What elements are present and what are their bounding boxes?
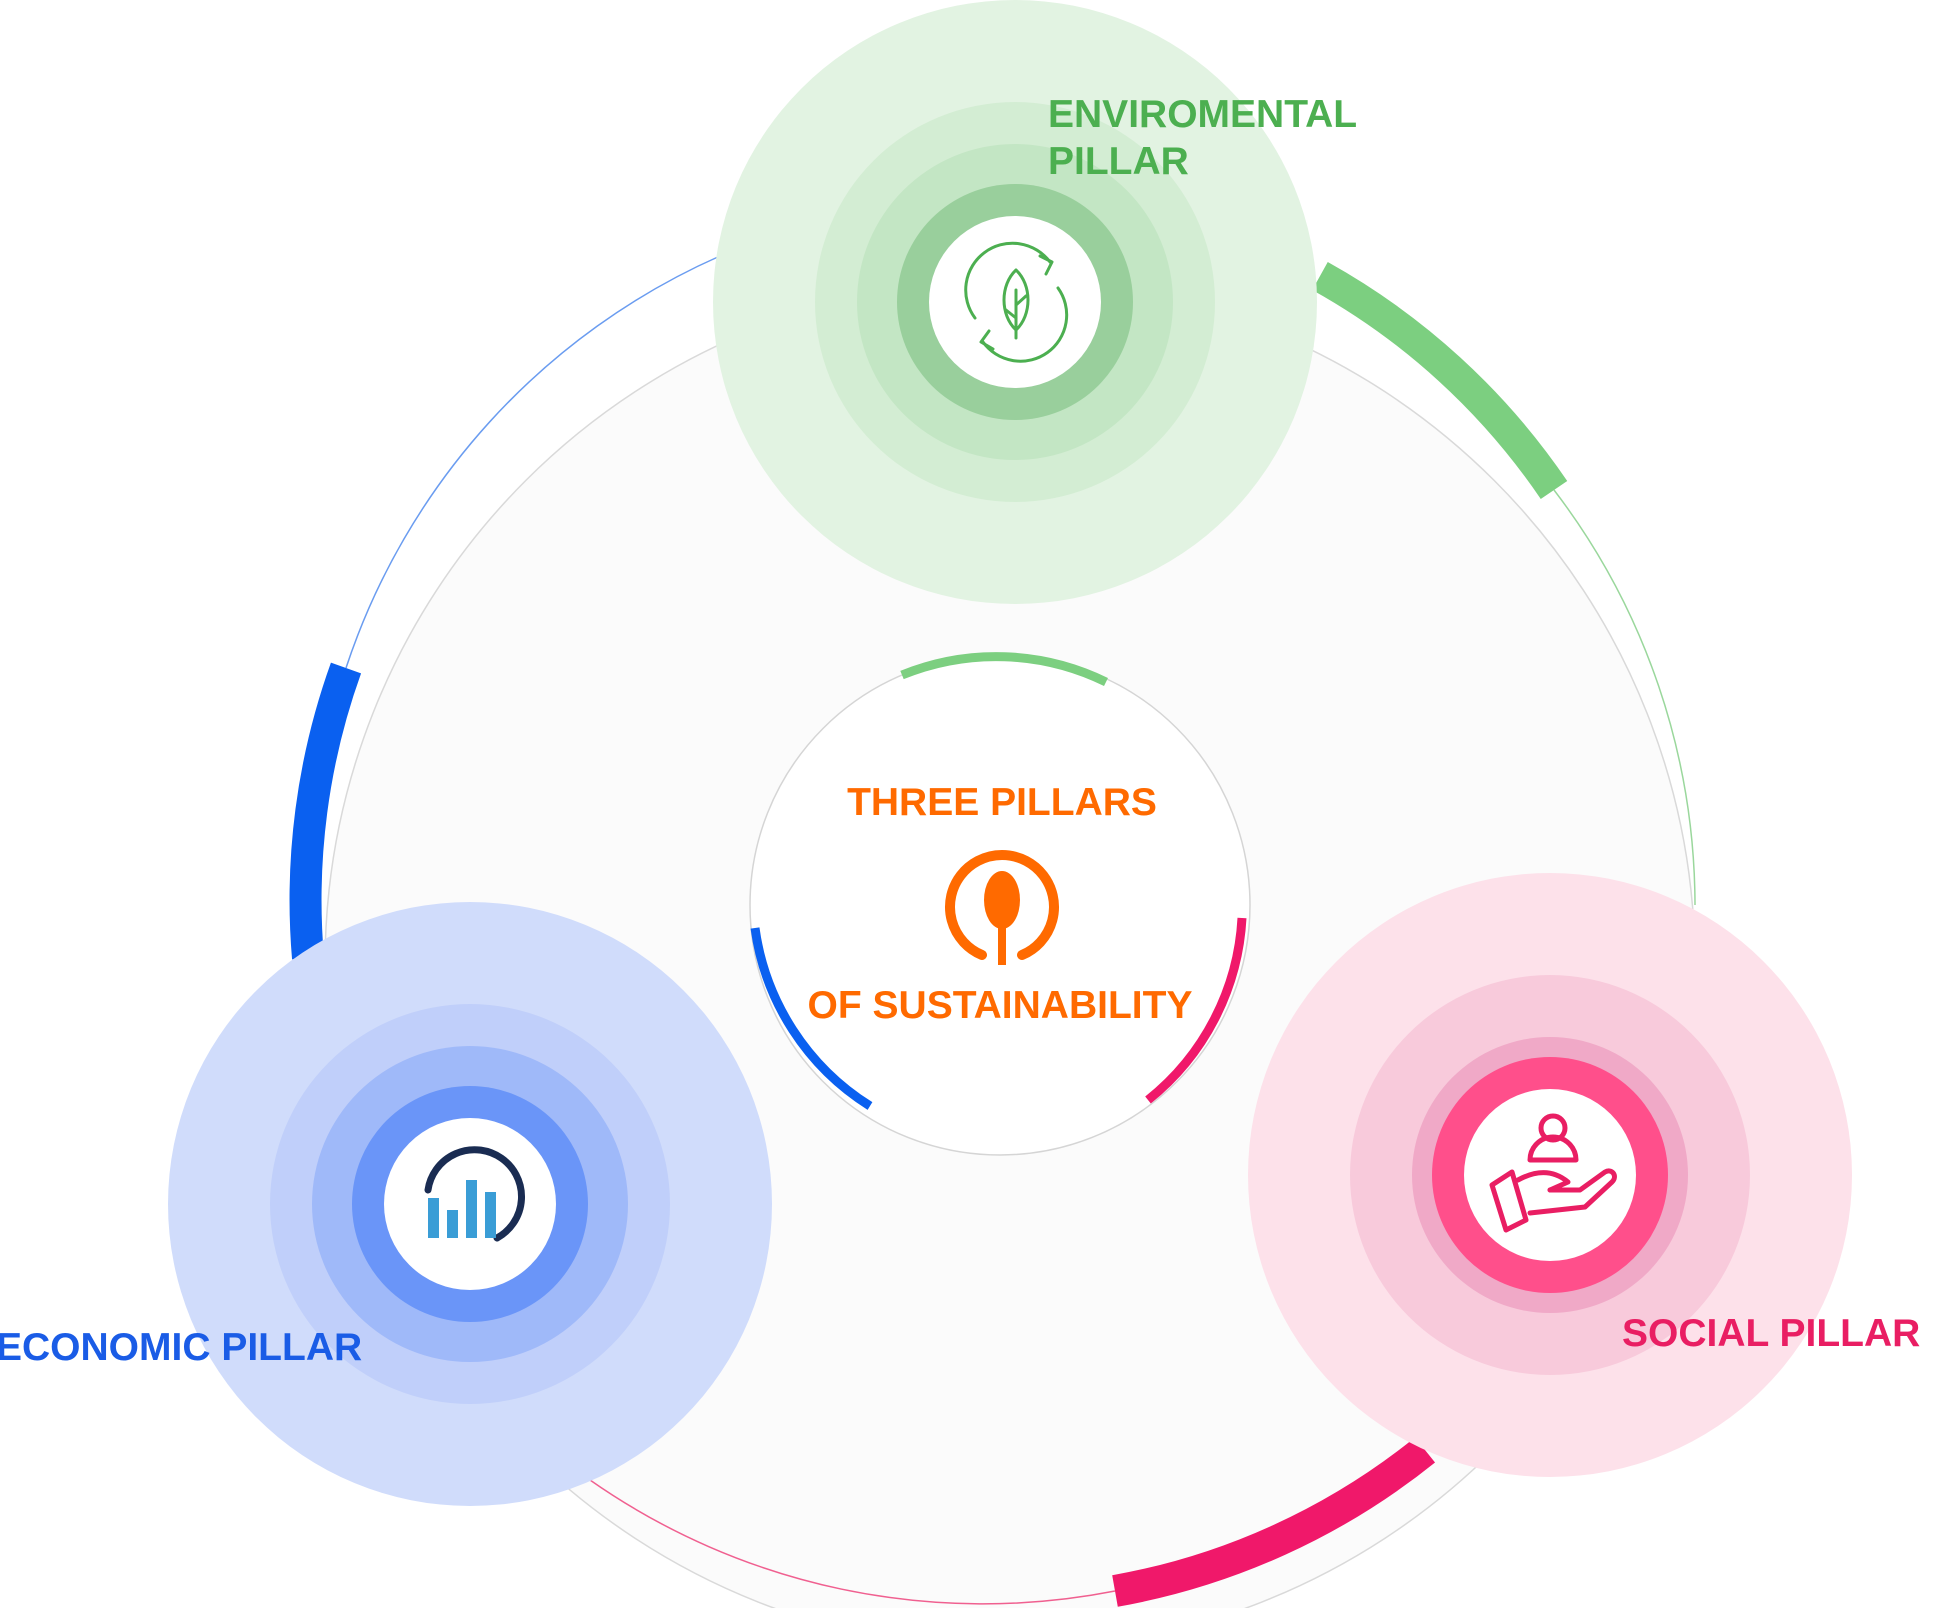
pillar-economic: ECONOMIC PILLAR (0, 902, 772, 1506)
center-title-line1: THREE PILLARS (847, 781, 1157, 824)
center-arc-economic (750, 927, 873, 1110)
outer-arc-social (1112, 1437, 1436, 1607)
social-label: SOCIAL PILLAR (1622, 1312, 1920, 1355)
center-title-line2: OF SUSTAINABILITY (808, 984, 1193, 1027)
economic-label: ECONOMIC PILLAR (0, 1326, 362, 1369)
chart-growth-icon (424, 1146, 526, 1242)
outer-thin-arc-economic (345, 255, 721, 669)
pillar-social: SOCIAL PILLAR (1248, 873, 1920, 1477)
outer-arc-environmental (1312, 262, 1568, 499)
outer-thin-arc-environmental (1553, 489, 1696, 906)
sustainability-spoon-icon (945, 850, 1059, 965)
leaf-recycle-icon (964, 241, 1069, 363)
pillar-environmental: ENVIROMENTAL PILLAR (713, 0, 1357, 604)
environmental-label-line1: ENVIROMENTAL (1048, 93, 1357, 136)
environmental-label-line2: PILLAR (1048, 140, 1189, 183)
center-hub: THREE PILLARS OF SUSTAINABILITY (749, 652, 1251, 1156)
outer-thin-arc-social (589, 1479, 1116, 1605)
outer-arc-economic (289, 662, 362, 960)
center-arc-environmental (900, 652, 1108, 687)
hand-person-icon (1489, 1113, 1617, 1233)
center-arc-social (1145, 917, 1247, 1104)
